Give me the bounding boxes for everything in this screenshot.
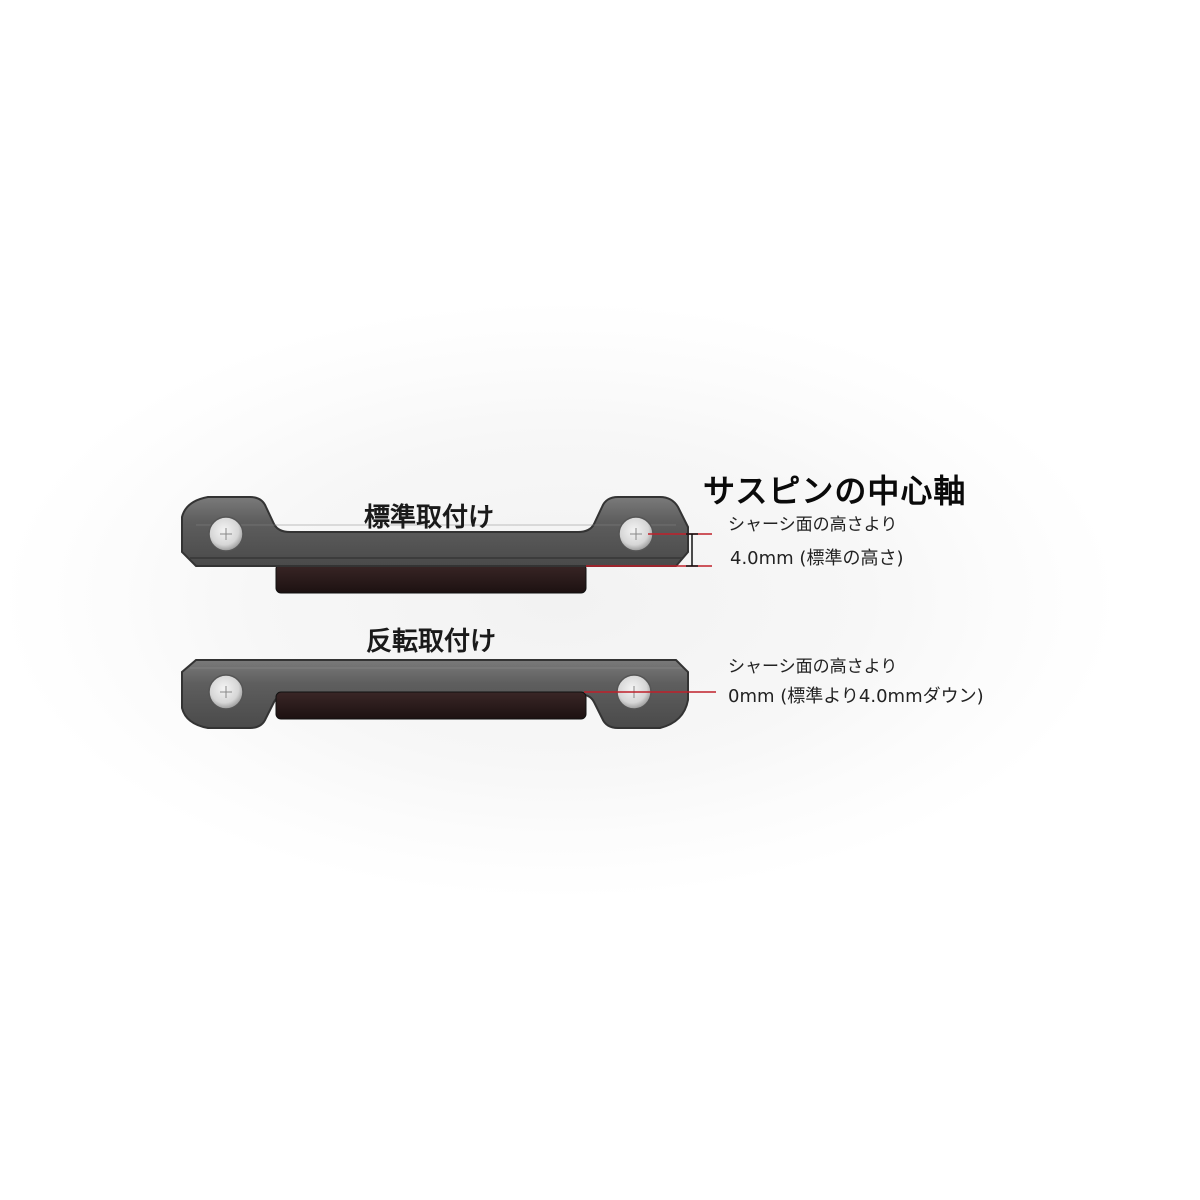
reversed-mount-note-line2: 0mm (標準より4.0mmダウン) [728,686,984,707]
standard-mount-note-line1: シャーシ面の高さより [728,515,898,535]
suspension-pin-axis-heading: サスピンの中心軸 [703,472,967,510]
reversed-mount-spacer [275,691,587,720]
standard-mount-plate [181,496,689,594]
standard-mount-title: 標準取付け [364,503,495,533]
standard-mount-note-line2: 4.0mm (標準の高さ) [730,548,904,569]
reversed-mount-note-line1: シャーシ面の高さより [728,657,898,677]
standard-dimension-lines [586,533,712,567]
standard-mount-spacer [275,563,587,594]
standard-mount-plate-body [181,496,689,567]
reversed-mount-title: 反転取付け [366,627,497,657]
reversed-mount-plate [181,659,689,729]
